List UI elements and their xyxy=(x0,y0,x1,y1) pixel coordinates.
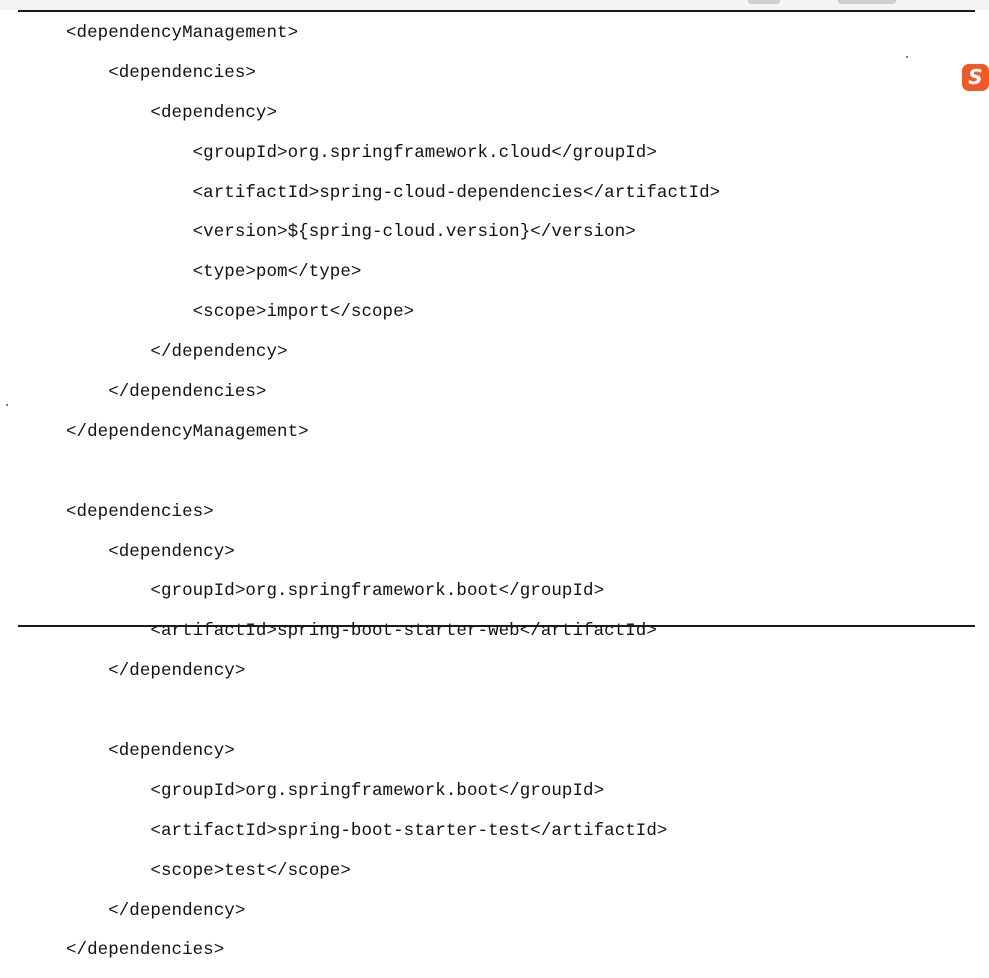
code-line: <dependency> xyxy=(66,541,235,562)
code-block: <dependencyManagement> <dependencies> <d… xyxy=(66,21,720,978)
code-line: <version>${spring-cloud.version}</versio… xyxy=(66,222,636,243)
code-line: <groupId>org.springframework.boot</group… xyxy=(66,581,605,602)
code-line: <dependencies> xyxy=(66,501,214,522)
code-line: <groupId>org.springframework.boot</group… xyxy=(66,780,605,801)
toolbar-tab-edge xyxy=(748,0,780,4)
speck xyxy=(6,404,8,406)
speck xyxy=(906,56,908,58)
code-line: </dependencies> xyxy=(66,382,267,403)
code-line xyxy=(66,460,720,485)
code-line: <type>pom</type> xyxy=(66,262,362,283)
code-block-bottom-rule xyxy=(18,625,975,627)
code-line: <artifactId>spring-boot-starter-web</art… xyxy=(66,621,657,642)
code-line: <groupId>org.springframework.cloud</grou… xyxy=(66,142,657,163)
code-line: <dependency> xyxy=(66,741,235,762)
code-line: <artifactId>spring-cloud-dependencies</a… xyxy=(66,182,721,203)
code-line: </dependency> xyxy=(66,342,288,363)
top-toolbar-strip xyxy=(0,0,989,10)
ime-glyph: S xyxy=(968,65,983,89)
code-line: <scope>import</scope> xyxy=(66,302,415,323)
sogou-input-icon[interactable]: S xyxy=(962,64,989,91)
code-block-top-rule xyxy=(18,10,975,12)
code-line: </dependency> xyxy=(66,661,246,682)
code-line: <dependencies> xyxy=(66,62,256,83)
code-line: </dependency> xyxy=(66,900,246,921)
code-line xyxy=(66,699,720,724)
code-line: <artifactId>spring-boot-starter-test</ar… xyxy=(66,820,668,841)
code-line: <dependency> xyxy=(66,102,278,123)
code-line: <dependencyManagement> xyxy=(66,23,299,43)
code-line: <scope>test</scope> xyxy=(66,860,351,881)
toolbar-tab-edge xyxy=(838,0,896,4)
code-line: </dependencyManagement> xyxy=(66,421,309,442)
code-line: </dependencies> xyxy=(66,940,225,961)
